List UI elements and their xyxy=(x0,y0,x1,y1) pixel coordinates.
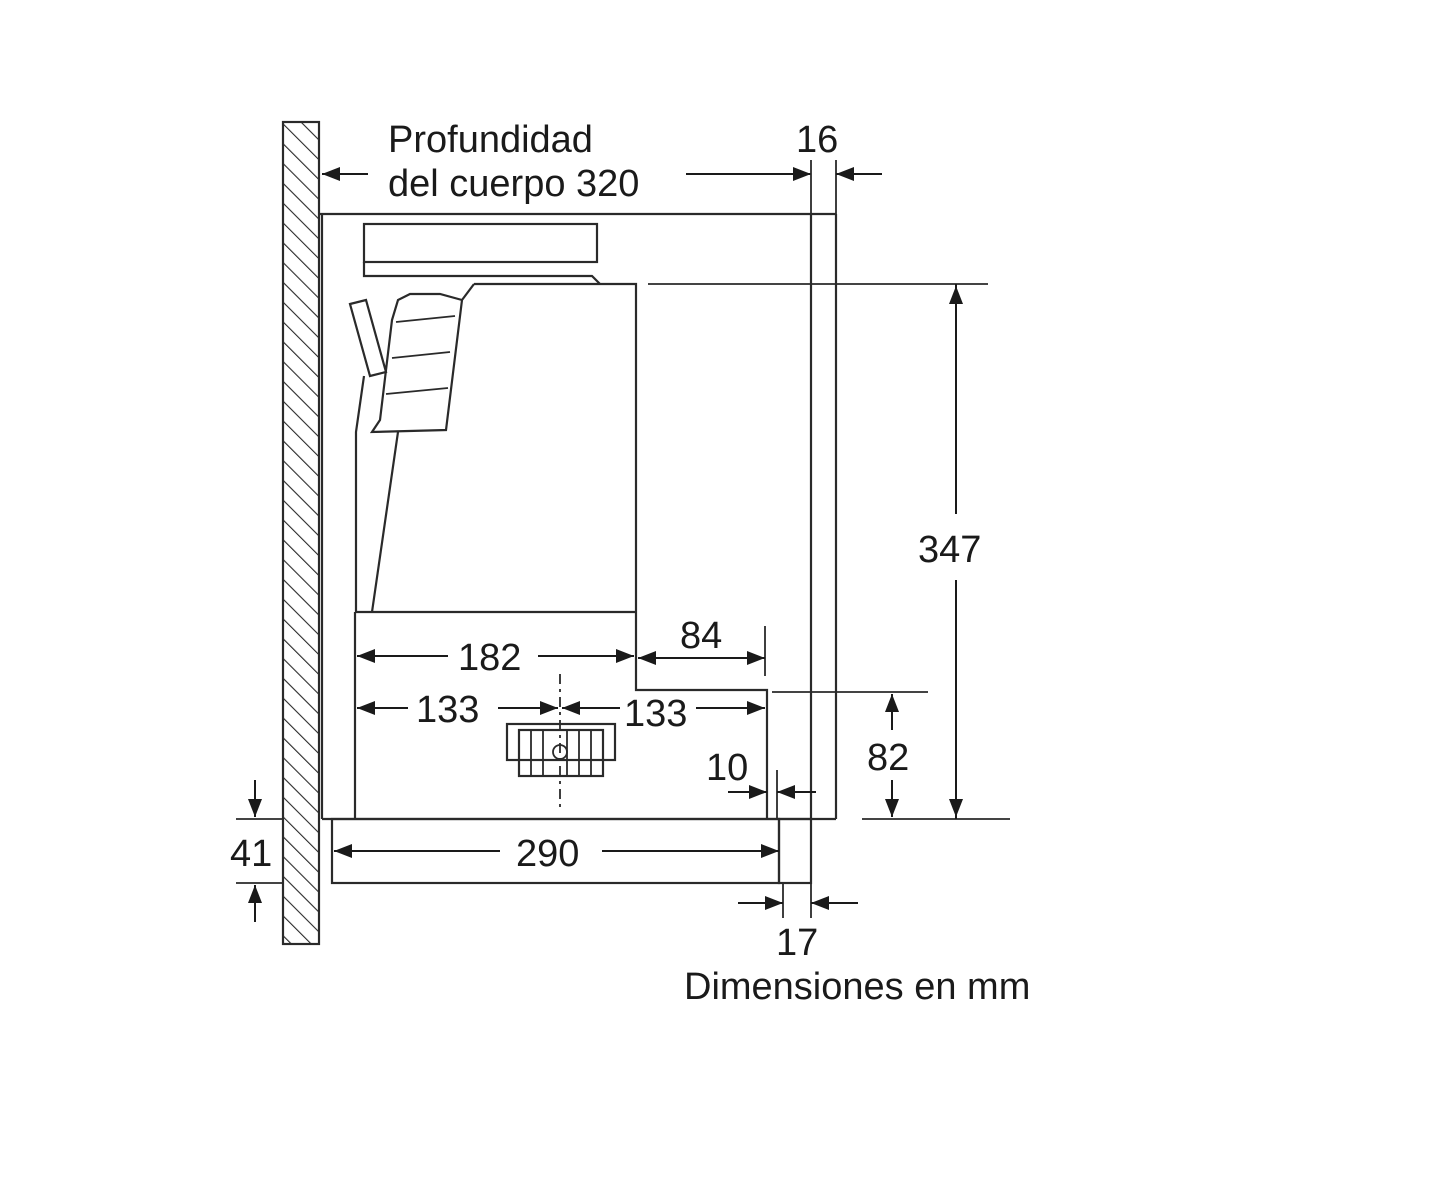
label-182: 182 xyxy=(458,637,521,679)
label-depth-line1: Profundidad xyxy=(388,119,593,161)
dim-10: 10 xyxy=(706,747,816,819)
dim-16: 16 xyxy=(796,119,882,214)
dim-290: 290 xyxy=(334,833,779,875)
label-41: 41 xyxy=(230,833,272,875)
dim-82: 82 xyxy=(772,691,928,817)
label-133-left: 133 xyxy=(416,689,479,731)
label-133-right: 133 xyxy=(624,693,687,735)
units-note: Dimensiones en mm xyxy=(684,966,1030,1008)
dim-182: 182 xyxy=(357,637,634,679)
dim-347: 347 xyxy=(648,283,1010,820)
label-290: 290 xyxy=(516,833,579,875)
hood-unit xyxy=(348,222,813,885)
label-82: 82 xyxy=(867,737,909,779)
filter-icon xyxy=(505,674,617,808)
label-347: 347 xyxy=(918,529,981,571)
dim-84: 84 xyxy=(638,615,766,676)
label-depth-line2: del cuerpo 320 xyxy=(388,163,639,205)
dim-17: 17 xyxy=(738,883,858,964)
dim-depth-320: Profundidad del cuerpo 320 xyxy=(322,119,811,205)
label-10: 10 xyxy=(706,747,748,789)
dim-41: 41 xyxy=(230,780,283,922)
label-16: 16 xyxy=(796,119,838,161)
dim-133-right: 133 xyxy=(562,693,765,735)
dim-133-left: 133 xyxy=(357,689,558,731)
wall xyxy=(281,120,321,946)
label-17: 17 xyxy=(776,922,818,964)
label-84: 84 xyxy=(680,615,722,657)
